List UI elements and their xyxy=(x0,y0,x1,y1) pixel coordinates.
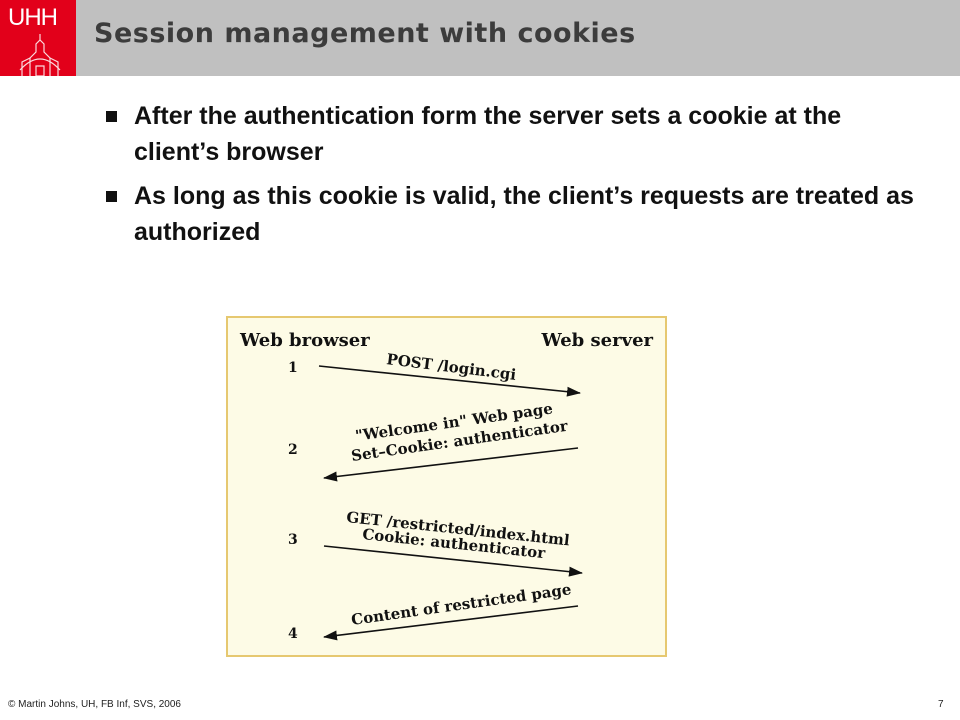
step-label: Content of restricted page xyxy=(350,580,572,629)
page-number: 7 xyxy=(938,699,944,710)
slide-header: UHH Session management with cookies xyxy=(0,0,960,76)
bullet-text: As long as this cookie is valid, the cli… xyxy=(134,182,914,246)
bullet-text: After the authentication form the server… xyxy=(134,102,842,166)
step-number: 3 xyxy=(288,532,298,548)
logo-text: UHH xyxy=(8,4,58,31)
web-server-label: Web server xyxy=(540,330,653,351)
bullet-item: As long as this cookie is valid, the cli… xyxy=(100,178,920,250)
slide-title: Session management with cookies xyxy=(94,18,636,49)
bullet-list: After the authentication form the server… xyxy=(100,98,920,258)
step-number: 4 xyxy=(288,626,298,642)
bullet-item: After the authentication form the server… xyxy=(100,98,920,170)
square-bullet-icon xyxy=(106,191,117,202)
square-bullet-icon xyxy=(106,111,117,122)
diagram-canvas: Web browser Web server 1 POST /login.cgi… xyxy=(239,330,654,642)
hamburg-castle-icon xyxy=(19,34,61,76)
footer-copyright: © Martin Johns, UH, FB Inf, SVS, 2006 xyxy=(8,699,181,710)
cookie-sequence-diagram: Web browser Web server 1 POST /login.cgi… xyxy=(226,316,667,657)
response-arrow xyxy=(323,447,579,482)
step-label: POST /login.cgi xyxy=(386,350,518,384)
step-number: 2 xyxy=(288,442,298,458)
uhh-logo: UHH xyxy=(0,0,76,76)
response-arrow xyxy=(323,605,579,641)
step-number: 1 xyxy=(288,360,298,376)
request-arrow xyxy=(318,365,581,397)
request-arrow xyxy=(323,545,583,577)
web-browser-label: Web browser xyxy=(239,330,370,351)
